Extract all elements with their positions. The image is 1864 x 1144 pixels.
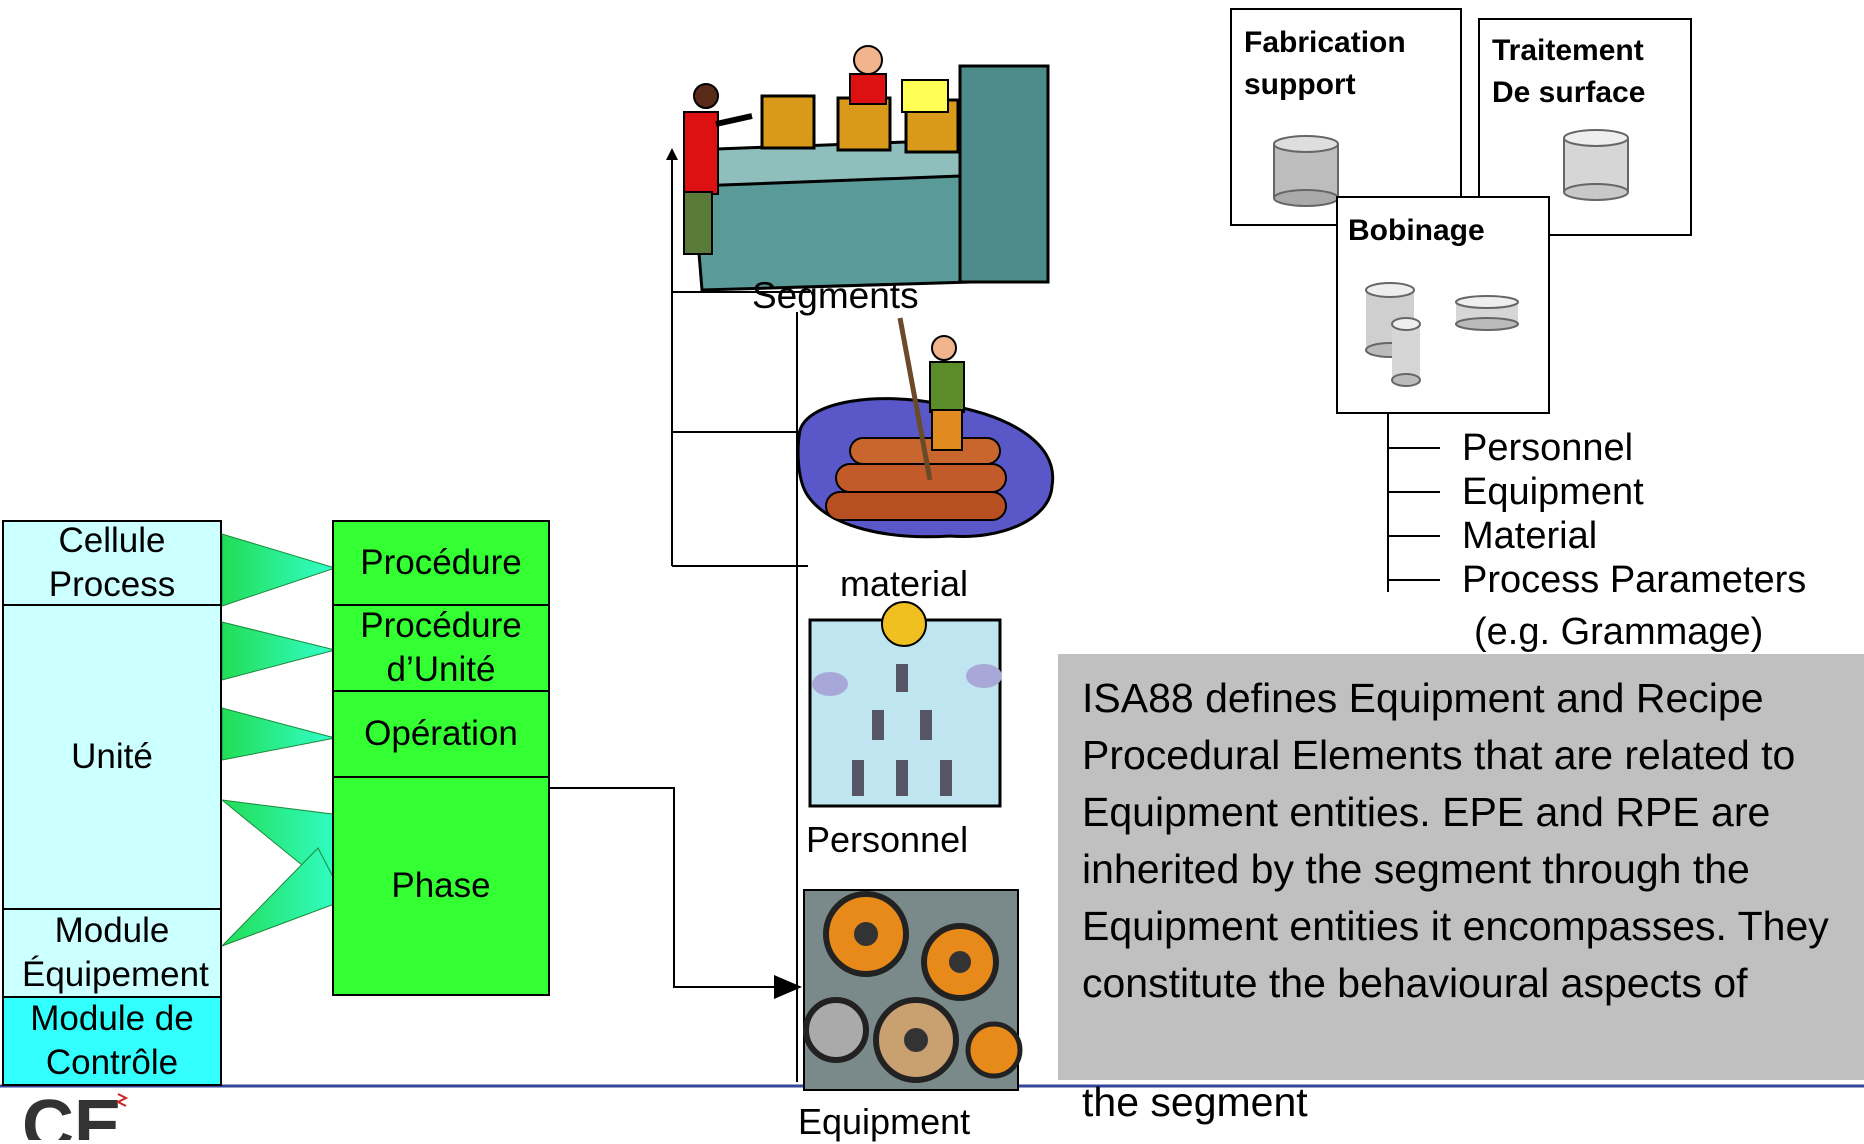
- equipment-label: Equipment: [798, 1101, 971, 1142]
- procedure-unit-procedure: Procédure d’Unité: [332, 604, 550, 692]
- mapping-wedge-phase-b: [221, 847, 346, 947]
- cylinder-icon: [1273, 135, 1339, 207]
- segment-title-bobinage: Bobinage: [1348, 214, 1485, 247]
- gears-icon: [803, 889, 1023, 1091]
- note-tail: the segment: [1082, 1079, 1308, 1125]
- cylinder-group-icon: [1365, 282, 1519, 387]
- mapping-wedge-procedure: [221, 533, 337, 607]
- segments-label: Segments: [752, 275, 919, 316]
- mapping-wedge-operation: [221, 707, 336, 761]
- param-equipment: Equipment: [1462, 471, 1644, 513]
- svg-text:CE: CE: [22, 1086, 122, 1140]
- cylinder-icon: [1563, 129, 1629, 201]
- procedure-phase: Phase: [332, 776, 550, 996]
- segment-title-fabrication: Fabrication support: [1244, 26, 1406, 101]
- param-personnel: Personnel: [1462, 427, 1634, 469]
- procedure-operation: Opération: [332, 690, 550, 778]
- segment-box-fabrication: Fabrication support: [1230, 8, 1462, 226]
- param-process-parameters: Process Parameters: [1462, 559, 1807, 601]
- segment-title-traitement: Traitement De surface: [1492, 34, 1646, 109]
- conveyor-icon: [688, 64, 1050, 292]
- level-cellule-process: Cellule Process: [2, 520, 222, 606]
- personnel-label: Personnel: [806, 819, 969, 860]
- mapping-wedge-unit-procedure: [221, 621, 336, 681]
- level-unite: Unité: [2, 604, 222, 910]
- material-label: material: [840, 563, 969, 604]
- segment-box-bobinage: Bobinage: [1336, 196, 1550, 414]
- param-material: Material: [1462, 515, 1598, 557]
- param-example: (e.g. Grammage): [1474, 611, 1764, 653]
- worker-left-icon: [683, 83, 753, 255]
- human-pyramid-icon: [808, 601, 1002, 808]
- phase-to-equipment-arrow: [548, 787, 802, 999]
- isa88-note: ISA88 defines Equipment and Recipe Proce…: [1058, 654, 1864, 1080]
- worker-right-icon: [849, 45, 887, 105]
- level-module-controle: Module de Contrôle: [2, 996, 222, 1086]
- logs-raft-icon: [796, 317, 1055, 539]
- note-text: ISA88 defines Equipment and Recipe Proce…: [1082, 675, 1829, 1006]
- procedure-procedure: Procédure: [332, 520, 550, 606]
